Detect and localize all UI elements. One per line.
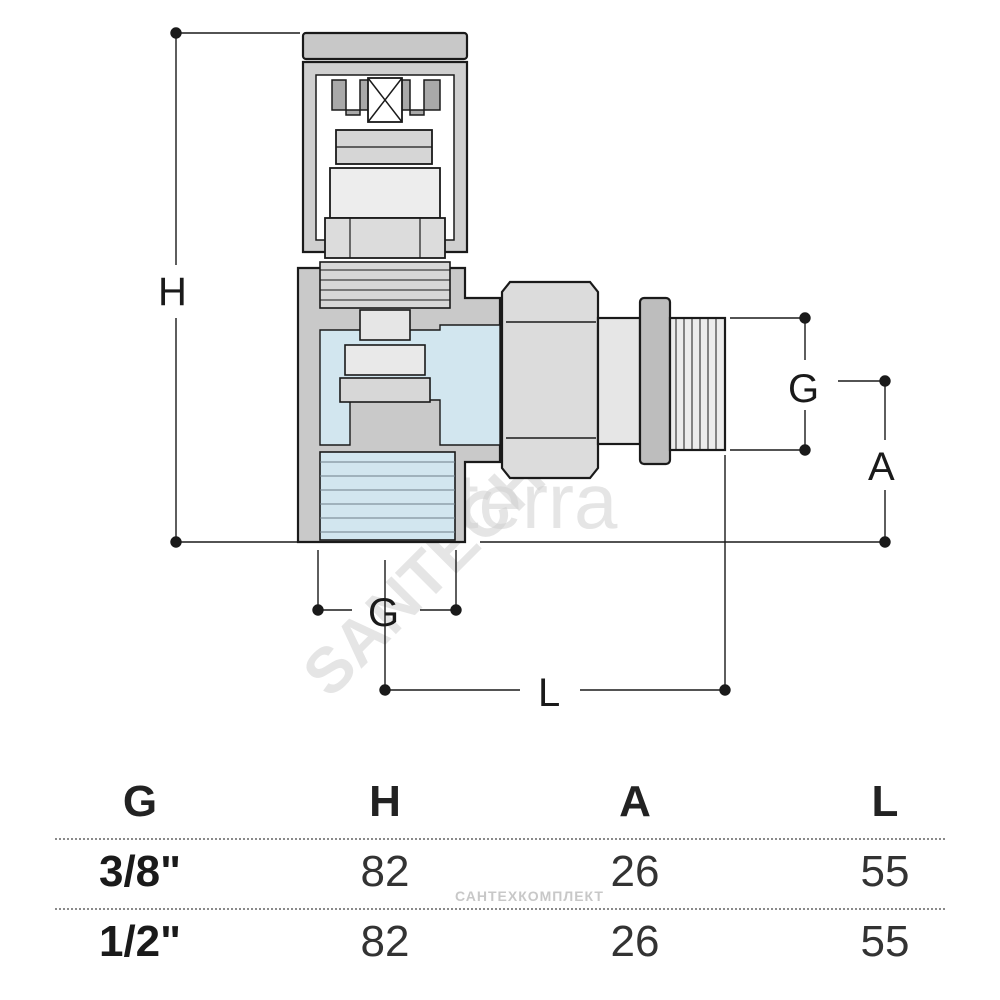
dimension-lines (170, 27, 891, 696)
tail-piece (596, 316, 642, 446)
cell-g: 3/8" (98, 847, 182, 896)
bottom-thread (319, 451, 456, 541)
male-thread (668, 316, 727, 452)
valve-drawing: Valterra SANTECH.RU (158, 27, 895, 715)
cell-l: 55 (860, 847, 910, 896)
cell-a: 26 (610, 847, 660, 896)
header-l: L (871, 777, 899, 826)
cap-top (301, 31, 469, 61)
table-row: 3/8" 82 26 55 (55, 840, 945, 910)
label-a: A (868, 445, 895, 489)
row-separator (55, 908, 945, 910)
valve-stem (359, 309, 411, 341)
spec-table: САНТЕХКОМПЛЕКТ G H A L 3/8" 82 26 55 1/2… (55, 770, 945, 980)
bonnet (329, 167, 441, 219)
cell-h: 82 (360, 847, 410, 896)
label-g-right: G (788, 367, 819, 411)
table-row: 1/2" 82 26 55 (55, 910, 945, 980)
label-l: L (538, 671, 560, 715)
label-h: H (158, 270, 187, 314)
label-g-bottom: G (368, 591, 399, 635)
header-g: G (122, 777, 158, 826)
cell-l: 55 (860, 917, 910, 966)
header-a: A (619, 777, 651, 826)
table-header-row: G H A L (55, 770, 945, 840)
union-nut (500, 280, 600, 480)
cell-g: 1/2" (98, 917, 182, 966)
valve-body (296, 31, 727, 544)
table-watermark: САНТЕХКОМПЛЕКТ (455, 888, 604, 904)
row-separator (55, 838, 945, 840)
cell-a: 26 (610, 917, 660, 966)
top-thread (319, 261, 451, 309)
header-h: H (369, 777, 401, 826)
cell-h: 82 (360, 917, 410, 966)
